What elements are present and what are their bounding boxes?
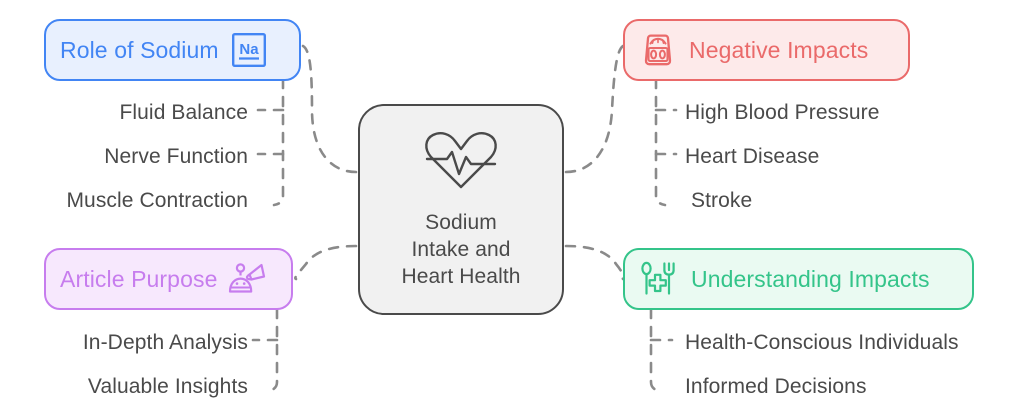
leaf-in-depth-analysis[interactable]: In-Depth Analysis xyxy=(82,331,248,354)
branch-label-article-purpose: Article Purpose xyxy=(60,265,218,292)
weight-scale-icon xyxy=(639,31,677,69)
leaf-informed-decisions[interactable]: Informed Decisions xyxy=(685,375,867,398)
connector-negative-trunk xyxy=(654,77,667,207)
connector-center-to-negative xyxy=(564,44,625,174)
connector-center-to-role xyxy=(301,44,358,174)
branch-role-of-sodium[interactable]: Role of Sodium Na xyxy=(44,19,301,81)
leaf-fluid-balance[interactable]: Fluid Balance xyxy=(119,101,248,124)
branch-label-role-of-sodium: Role of Sodium xyxy=(60,36,219,63)
connector-center-to-article-2 xyxy=(294,244,358,281)
leaf-high-blood-pressure[interactable]: High Blood Pressure xyxy=(685,101,880,124)
leaf-health-conscious-individuals[interactable]: Health-Conscious Individuals xyxy=(685,331,959,354)
announcement-megaphone-icon xyxy=(227,260,267,298)
connector-role-trunk xyxy=(272,77,285,207)
branch-article-purpose[interactable]: Article Purpose xyxy=(44,248,293,310)
leaf-stroke[interactable]: Stroke xyxy=(691,189,753,212)
branch-understanding-impacts[interactable]: Understanding Impacts xyxy=(623,248,974,310)
svg-text:Na: Na xyxy=(239,41,259,58)
connector-article-trunk xyxy=(266,307,279,393)
connector-center-to-understanding xyxy=(564,244,625,281)
branch-label-understanding-impacts: Understanding Impacts xyxy=(691,265,930,292)
center-node[interactable]: Sodium Intake and Heart Health xyxy=(358,104,564,315)
leaf-muscle-contraction[interactable]: Muscle Contraction xyxy=(66,189,248,212)
leaf-valuable-insights[interactable]: Valuable Insights xyxy=(87,375,248,398)
heart-pulse-icon xyxy=(423,130,499,197)
spoon-fork-health-icon xyxy=(639,260,679,298)
branch-negative-impacts[interactable]: Negative Impacts xyxy=(623,19,910,81)
branch-label-negative-impacts: Negative Impacts xyxy=(689,36,869,63)
leaf-nerve-function[interactable]: Nerve Function xyxy=(104,145,248,168)
sodium-element-icon: Na xyxy=(231,32,267,68)
connector-understanding-trunk xyxy=(649,307,662,393)
leaf-heart-disease[interactable]: Heart Disease xyxy=(685,145,820,168)
center-node-title: Sodium Intake and Heart Health xyxy=(401,210,521,288)
